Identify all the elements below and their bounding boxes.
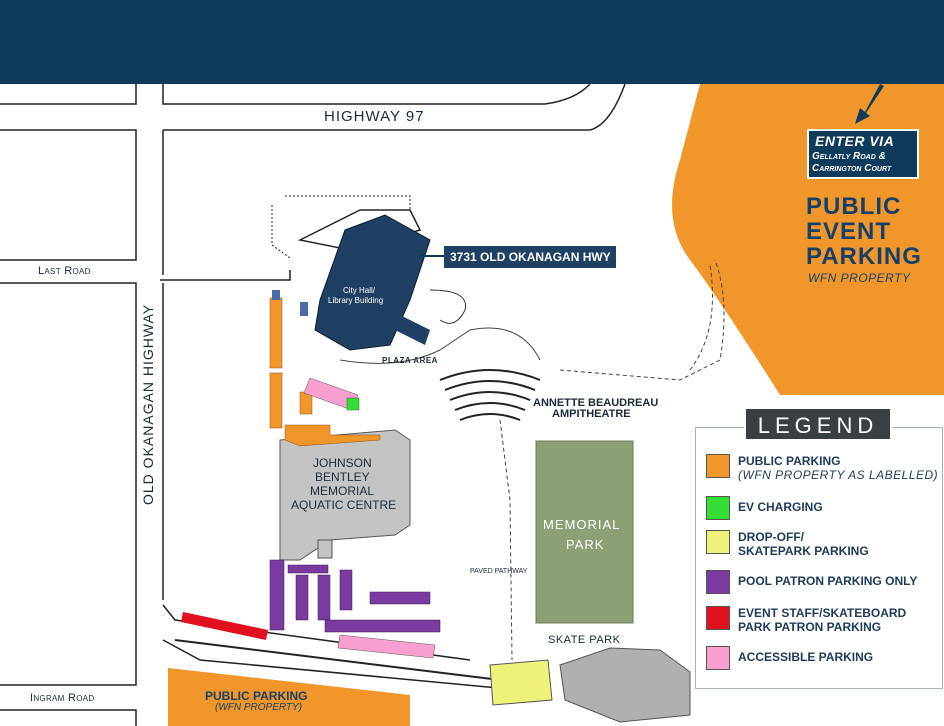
city-hall-building xyxy=(297,209,431,351)
legend-label-2: PARK PATRON PARKING xyxy=(738,620,882,634)
staff-parking xyxy=(181,612,268,640)
aquatic-label-4: AQUATIC CENTRE xyxy=(291,498,397,512)
legend-label: POOL PATRON PARKING ONLY xyxy=(738,574,918,588)
skate-label: SKATE PARK xyxy=(548,634,621,646)
memorial-label-2: PARK xyxy=(566,537,605,552)
memorial-label-1: MEMORIAL xyxy=(543,517,621,532)
event-parking-line3: PARKING xyxy=(806,243,922,270)
legend-swatch xyxy=(706,570,730,594)
dashed-paths xyxy=(499,259,725,661)
drop-off-area xyxy=(489,659,553,706)
ev-stall xyxy=(346,397,360,411)
entrance-line2: Gellatly Road & xyxy=(812,151,886,162)
event-parking-line2: EVENT xyxy=(806,218,892,245)
legend-label: PUBLIC PARKING xyxy=(738,454,841,468)
legend-item-pool: POOL PATRON PARKING ONLY xyxy=(706,570,917,594)
plaza-label: PLAZA AREA xyxy=(382,356,438,365)
legend-label: EVENT STAFF/SKATEBOARD xyxy=(738,606,907,620)
north-lot xyxy=(271,195,411,259)
legend-swatch xyxy=(706,606,730,630)
pathway-label: PAVED PATHWAY xyxy=(470,568,528,575)
legend-swatch xyxy=(706,496,730,520)
pool-parking xyxy=(269,559,441,633)
aquatic-label-1: JOHNSON xyxy=(313,456,372,470)
legend-item-accessible: ACCESSIBLE PARKING xyxy=(706,646,873,670)
legend-label: EV CHARGING xyxy=(738,500,823,514)
entrance-line1: ENTER VIA xyxy=(815,133,895,149)
event-parking-line1: PUBLIC xyxy=(806,193,902,220)
plaza-path xyxy=(339,327,541,364)
entrance-line3: Carrington Court xyxy=(812,163,892,174)
legend-title: LEGEND xyxy=(744,407,892,441)
legend-label-2: SKATEPARK PARKING xyxy=(738,544,869,558)
last-road-label: Last Road xyxy=(38,265,91,277)
aquatic-label-2: BENTLEY xyxy=(315,470,370,484)
legend-label: ACCESSIBLE PARKING xyxy=(738,650,874,664)
legend-item-staff: EVENT STAFF/SKATEBOARD PARK PATRON PARKI… xyxy=(706,606,906,634)
legend-item-dropoff: DROP-OFF/ SKATEPARK PARKING xyxy=(706,530,869,558)
header-bar xyxy=(0,0,944,84)
amphi-label-2: AMPITHEATRE xyxy=(552,408,631,420)
amphi-label-1: ANNETTE BEAUDREAU xyxy=(533,397,659,409)
memorial-park xyxy=(535,440,634,624)
entrance-arrow xyxy=(855,84,884,124)
public-parking-stalls xyxy=(269,297,381,447)
legend-label: DROP-OFF/ xyxy=(738,530,804,544)
bottom-road xyxy=(174,639,501,681)
highway-97-label: HIGHWAY 97 xyxy=(324,108,425,125)
ingram-road-label: Ingram Road xyxy=(30,692,95,704)
address-label: 3731 OLD OKANAGAN HWY xyxy=(450,250,611,264)
winding-path xyxy=(429,289,467,324)
event-parking-sub: WFN PROPERTY xyxy=(808,271,911,285)
skate-park xyxy=(559,647,691,723)
legend-swatch xyxy=(706,530,730,554)
aquatic-entrance xyxy=(317,539,333,559)
address-box xyxy=(444,246,616,268)
accessible-stalls-left xyxy=(272,290,280,300)
bottom-parking-line1: PUBLIC PARKING xyxy=(205,689,308,703)
accessible-stalls-south xyxy=(337,634,436,659)
city-hall-label-1: City Hall/ xyxy=(343,286,376,295)
legend-swatch xyxy=(706,646,730,670)
legend-swatch xyxy=(706,454,730,478)
city-hall-label-2: Library Building xyxy=(328,296,384,305)
old-okanagan-label: OLD OKANAGAN HIGHWAY xyxy=(140,303,156,505)
aquatic-label-3: MEMORIAL xyxy=(310,484,375,498)
legend-item-ev: EV CHARGING xyxy=(706,496,823,520)
road-lines xyxy=(0,83,626,726)
bottom-public-parking xyxy=(168,668,410,726)
legend-sublabel: (WFN PROPERTY AS LABELLED) xyxy=(738,468,939,482)
amphitheatre xyxy=(439,369,541,421)
legend-item-public: PUBLIC PARKING (WFN PROPERTY AS LABELLED… xyxy=(706,454,938,482)
accessible-stalls-left-2 xyxy=(300,302,308,316)
bottom-parking-line2: (WFN PROPERTY) xyxy=(215,702,303,713)
aquatic-centre xyxy=(279,429,411,561)
entrance-box xyxy=(807,129,919,179)
legend-box: PUBLIC PARKING (WFN PROPERTY AS LABELLED… xyxy=(695,427,943,689)
